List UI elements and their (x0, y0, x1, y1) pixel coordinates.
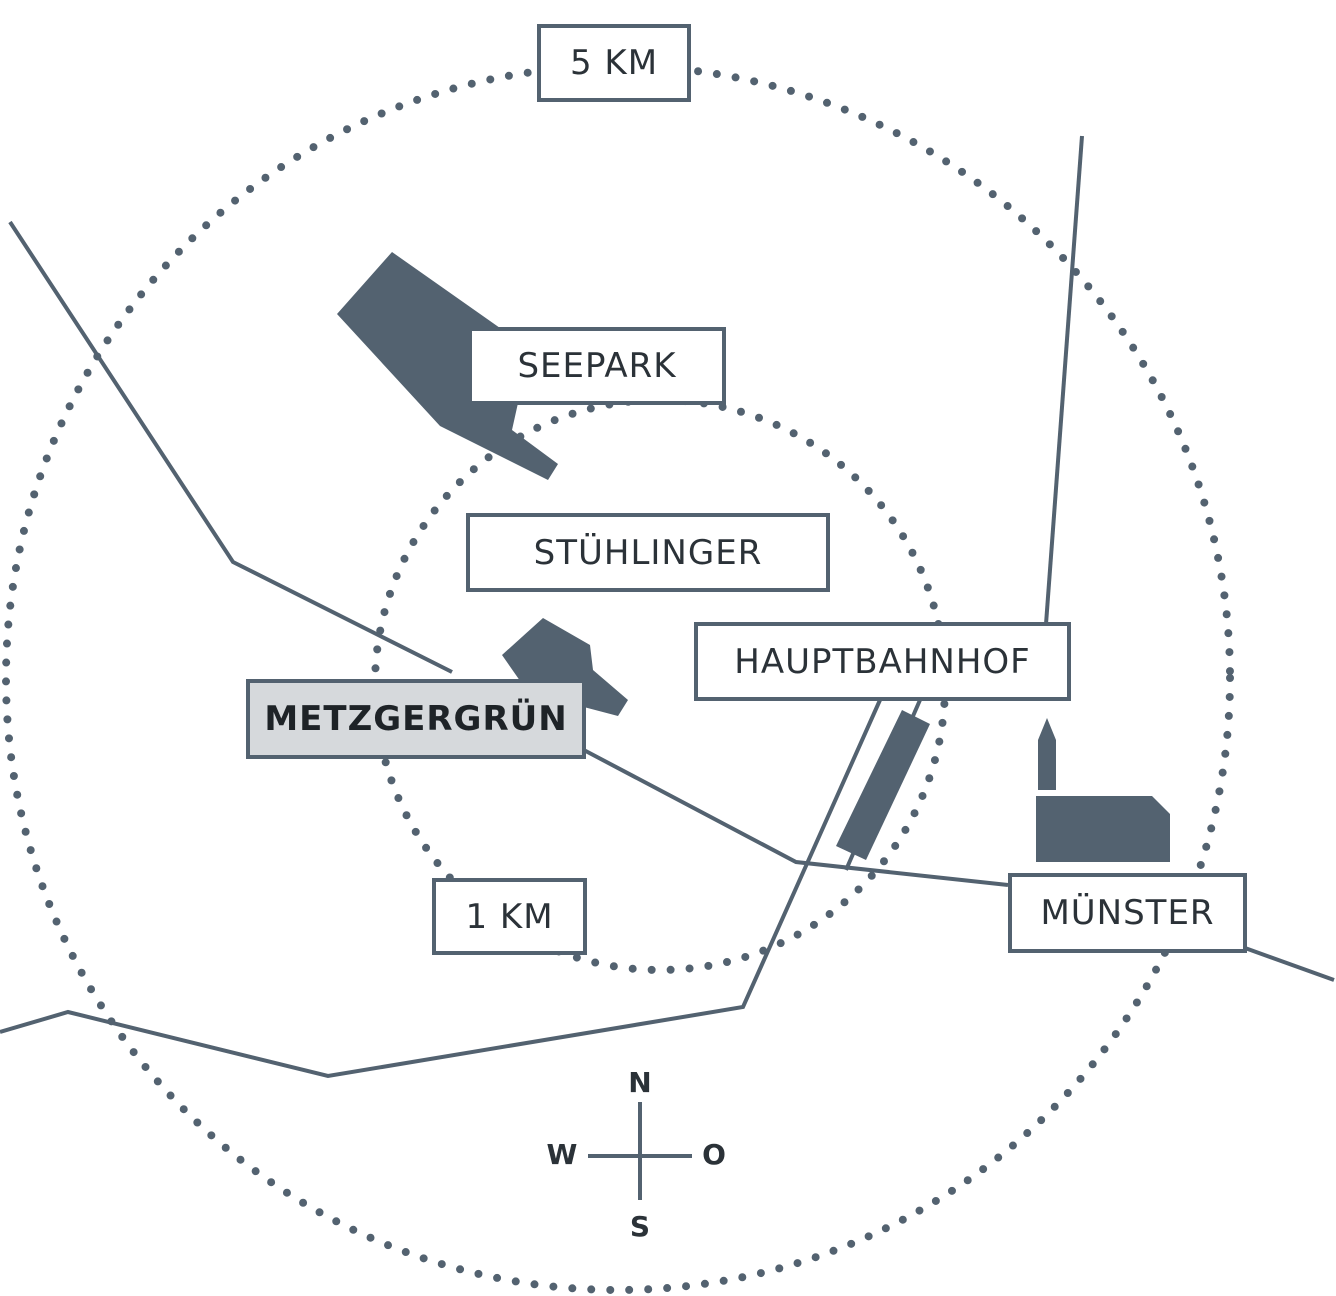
road-north (1044, 135, 1084, 625)
place-label-stuehlinger: STÜHLINGER (466, 513, 830, 592)
road-northwest (8, 220, 453, 674)
seepark-lake-shape (337, 252, 558, 480)
muenster-spire-shape (1038, 718, 1056, 790)
compass-south-label: S (629, 1210, 651, 1243)
road-east (1244, 946, 1335, 982)
compass-east-label: O (702, 1138, 726, 1171)
place-label-seepark: SEEPARK (468, 327, 726, 405)
compass-west-label: W (546, 1138, 578, 1171)
road-central (579, 746, 1009, 887)
ring-5km (2, 62, 1234, 1294)
compass-rose (588, 1102, 692, 1200)
muenster-church-shape (1036, 796, 1170, 862)
stuehlinger-building-shape (502, 618, 628, 716)
place-label-hauptbahnhof: HAUPTBAHNHOF (694, 622, 1071, 701)
place-label-muenster: MÜNSTER (1008, 873, 1247, 953)
ring-label-1km: 1 KM (432, 878, 587, 955)
road-south (0, 699, 882, 1079)
station-platform-shape (836, 710, 930, 860)
ring-label-5km: 5 KM (537, 24, 691, 102)
compass-north-label: N (628, 1066, 652, 1099)
place-label-metzgergruen: METZGERGRÜN (246, 679, 586, 759)
